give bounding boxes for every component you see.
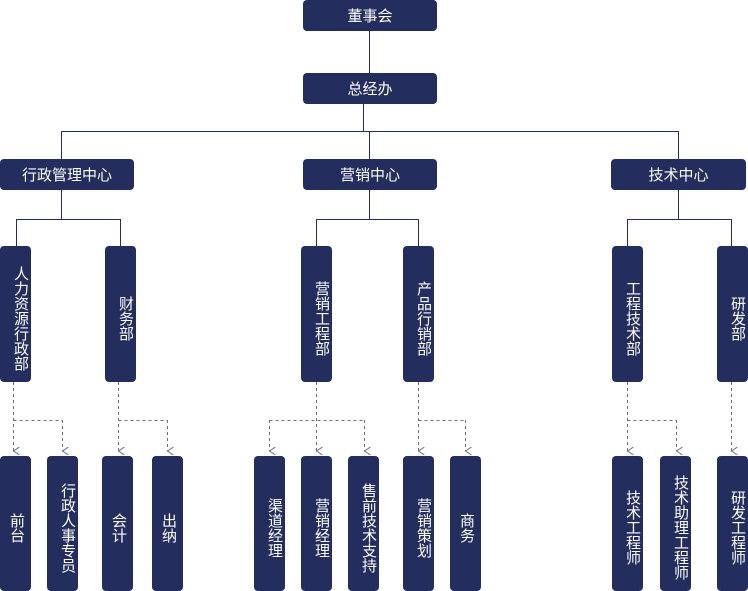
role-cashier-box: 出纳 — [152, 456, 183, 591]
role-accountant-box: 会计 — [102, 456, 133, 591]
role-assistant-tech-engineer-box: 技术助理工程师 — [660, 456, 691, 591]
role-reception-box: 前台 — [0, 456, 31, 591]
gm-office-box: 总经办 — [303, 73, 437, 104]
role-hr-admin-specialist-box: 行政人事专员 — [47, 456, 78, 591]
board-box: 董事会 — [303, 0, 437, 31]
dept-rnd-box: 研发部 — [717, 246, 748, 382]
dept-hr-admin-box: 人力资源行政部 — [0, 246, 31, 382]
dept-product-marketing-box: 产品行销部 — [403, 246, 434, 382]
dept-engineering-box: 工程技术部 — [612, 246, 643, 382]
center-tech-box: 技术中心 — [611, 159, 746, 190]
role-channel-manager-box: 渠道经理 — [254, 456, 285, 591]
center-admin-box: 行政管理中心 — [0, 159, 134, 190]
center-marketing-box: 营销中心 — [303, 159, 437, 190]
role-tech-engineer-box: 技术工程师 — [612, 456, 643, 591]
role-marketing-planning-box: 营销策划 — [403, 456, 434, 591]
role-rnd-engineer-box: 研发工程师 — [717, 456, 748, 591]
role-marketing-manager-box: 营销经理 — [301, 456, 332, 591]
role-presales-support-box: 售前技术支持 — [348, 456, 379, 591]
dept-marketing-eng-box: 营销工程部 — [301, 246, 332, 382]
dept-finance-box: 财务部 — [105, 246, 136, 382]
role-business-box: 商务 — [450, 456, 481, 591]
